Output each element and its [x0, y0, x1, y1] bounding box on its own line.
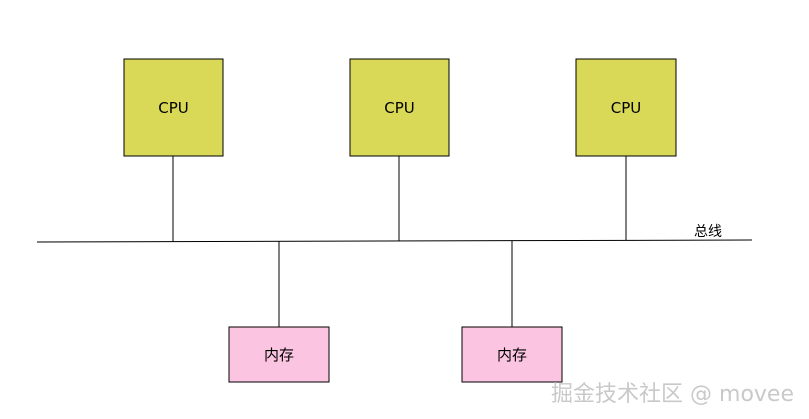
cpu-box-2: CPU	[349, 58, 450, 157]
memory-box-2: 内存	[461, 326, 563, 383]
cpu-box-1-label: CPU	[158, 99, 189, 117]
memory-box-1: 内存	[228, 326, 330, 383]
memory-box-1-shape	[228, 326, 330, 383]
bus-label: 总线	[694, 224, 722, 240]
cpu-box-3-label: CPU	[611, 99, 642, 117]
cpu-box-3-shape	[575, 58, 677, 157]
cpu-box-2-label: CPU	[384, 99, 415, 117]
cpu-box-1: CPU	[123, 58, 224, 157]
cpu-box-2-shape	[349, 58, 450, 157]
cpu-box-3: CPU	[575, 58, 677, 157]
memory-box-1-label: 内存	[264, 346, 294, 364]
watermark: 掘金技术社区 @ movee	[551, 382, 794, 407]
memory-box-2-label: 内存	[497, 346, 527, 364]
cpu-box-1-shape	[123, 58, 224, 157]
system-bus-line	[36, 239, 753, 243]
memory-box-2-shape	[461, 326, 563, 383]
